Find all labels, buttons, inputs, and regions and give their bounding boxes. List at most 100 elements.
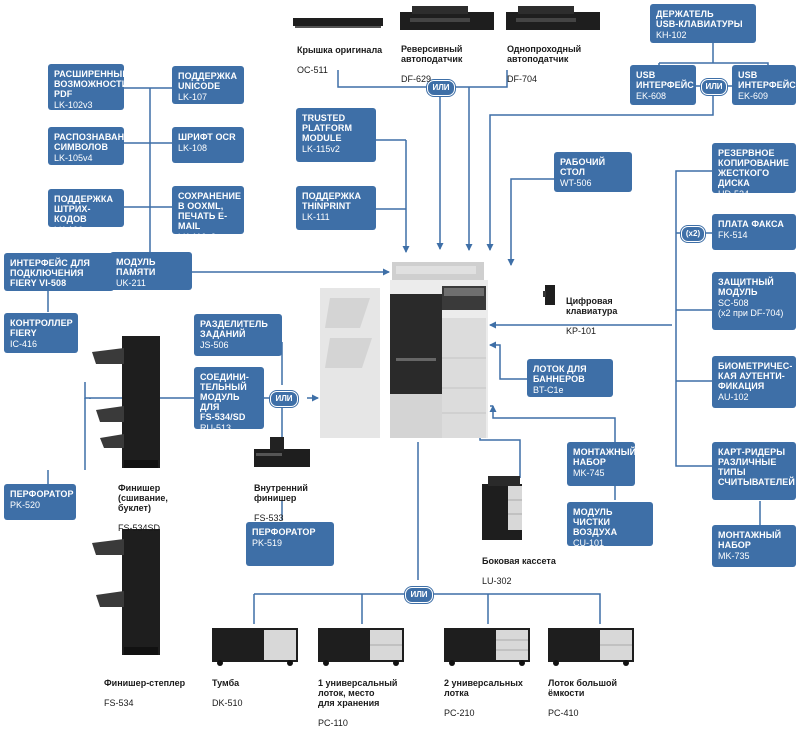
label-title: Однопроходный автоподатчик	[507, 44, 582, 64]
label-dk-510: Тумба DK-510	[212, 668, 282, 718]
df629-feeder-image	[400, 4, 494, 32]
option-code: LK-107	[178, 92, 208, 102]
option-ru-513: Соедини- тельный модуль для FS-534/SD RU…	[194, 367, 264, 433]
option-code: MK-735	[718, 551, 750, 561]
option-title: Монтажный набор	[573, 447, 637, 467]
option-mk-735: Монтажный набор MK-735	[712, 525, 796, 567]
option-title: Монтажный набор	[718, 530, 782, 550]
option-title: Карт-ридеры различные типы считывателей	[718, 447, 795, 487]
option-title: Плата факса	[718, 219, 784, 229]
option-lk-110: Сохранение в OOXML, печать E-MAIL LK-110…	[172, 186, 244, 242]
option-wt-506: Рабочий стол WT-506	[554, 152, 632, 192]
option-code: KH-102	[656, 30, 687, 40]
option-title: Резервное копирование жесткого диска	[718, 148, 789, 188]
option-title: Перфоратор	[252, 527, 316, 537]
option-uk-211: Модуль памяти UK-211	[110, 252, 192, 290]
label-fs-534: Финишер-степлер FS-534	[104, 668, 204, 718]
lu302-cassette-image	[482, 476, 526, 540]
or-pill-usb: ИЛИ	[701, 79, 727, 95]
option-lk-115: Trusted Platform Module LK-115v2	[296, 108, 376, 162]
option-title: Контроллер FIERY	[10, 318, 73, 338]
option-title: Поддержка штрих-кодов	[54, 194, 114, 224]
pc410-tray-image	[548, 628, 634, 666]
label-code: FS-534	[104, 698, 134, 708]
option-lk-107: Поддержка UNICODE LK-107	[172, 66, 244, 104]
option-title: Расширенные возможности PDF	[54, 69, 129, 99]
option-pk-520: Перфоратор PK-520	[4, 484, 76, 520]
option-cu-101: Модуль чистки воздуха CU-101	[567, 502, 653, 548]
label-fs-534sd: Финишер (сшивание, буклет) FS-534SD	[118, 473, 198, 543]
fs534sd-finisher-image	[90, 330, 165, 470]
option-title: Интерфейс для подключения FIERY VI-508	[10, 258, 91, 288]
option-code: IC-416	[10, 339, 38, 349]
or-pill-top: ИЛИ	[427, 80, 455, 96]
option-mk-745: Монтажный набор MK-745	[567, 442, 637, 486]
pc210-tray-image	[444, 628, 530, 666]
label-fs-533: Внутренний финишер FS-533	[254, 473, 334, 533]
option-title: Поддержка ThinPrint	[302, 191, 362, 211]
label-code: DF-704	[507, 74, 538, 84]
option-title: Перфоратор	[10, 489, 74, 499]
label-df-704: Однопроходный автоподатчик DF-704	[507, 34, 607, 94]
option-js-506: Разделитель заданий JS-506	[194, 314, 282, 356]
label-code: DK-510	[212, 698, 243, 708]
option-kh-102: Держатель USB-клавиатуры KH-102	[650, 4, 756, 43]
option-code: HD-524	[718, 189, 750, 199]
option-title: Держатель USB-клавиатуры	[656, 9, 743, 29]
option-title: Биометричес- кая аутенти- фикация	[718, 361, 793, 391]
option-code: CU-101	[573, 538, 605, 548]
option-code: MK-745	[573, 468, 605, 478]
df704-feeder-image	[506, 4, 600, 32]
option-title: Поддержка UNICODE	[178, 71, 238, 91]
option-code: RU-513	[200, 423, 232, 433]
label-oc-511: Крышка оригинала OC-511	[297, 35, 397, 85]
option-fk-514: Плата факса FK-514	[712, 214, 796, 250]
option-lk-106: Поддержка штрих-кодов LK-106	[48, 189, 124, 235]
option-lk-105: Распознавание символов LK-105v4	[48, 127, 137, 165]
option-code: PK-519	[252, 538, 283, 548]
option-code: LK-115v2	[302, 144, 340, 154]
label-code: PC-110	[318, 718, 348, 728]
option-sc-508: Защитный модуль SC-508 (x2 при DF-704)	[712, 272, 796, 330]
dk510-desk-image	[212, 628, 298, 666]
option-lk-108: Шрифт OCR LK-108	[172, 127, 244, 163]
label-code: OC-511	[297, 65, 328, 75]
label-title: Крышка оригинала	[297, 45, 383, 55]
label-kp-101: Цифровая клавиатура KP-101	[566, 286, 656, 346]
option-ek-608: USB интерфейс EK-608	[630, 65, 696, 105]
option-hd-524: Резервное копирование жесткого диска HD-…	[712, 143, 796, 199]
option-title: Распознавание символов	[54, 132, 137, 152]
label-code: FS-533	[254, 513, 284, 523]
option-title: Trusted Platform Module	[302, 113, 353, 143]
option-code: LK-111	[302, 212, 330, 222]
label-pc-110: 1 универсальный лоток, место для хранени…	[318, 668, 418, 738]
option-title: Модуль памяти	[116, 257, 156, 277]
option-code: AU-102	[718, 392, 749, 402]
label-code: KP-101	[566, 326, 597, 336]
option-title: USB интерфейс	[738, 70, 796, 90]
label-code: FS-534SD	[118, 523, 161, 533]
option-title: Сохранение в OOXML, печать E-MAIL	[178, 191, 242, 231]
label-title: Финишер-степлер	[104, 678, 186, 688]
option-au-102: Биометричес- кая аутенти- фикация AU-102	[712, 356, 796, 408]
option-lk-111: Поддержка ThinPrint LK-111	[296, 186, 376, 230]
label-code: DF-629	[401, 74, 432, 84]
option-code: UK-211	[116, 278, 146, 288]
option-ic-416: Контроллер FIERY IC-416	[4, 313, 78, 353]
option-title: Защитный модуль	[718, 277, 774, 297]
label-pc-210: 2 универсальных лотка PC-210	[444, 668, 534, 728]
label-title: Лоток большой ёмкости	[548, 678, 617, 698]
label-pc-410: Лоток большой ёмкости PC-410	[548, 668, 638, 728]
main-mfp-device	[310, 258, 500, 444]
option-pk-519: Перфоратор PK-519	[246, 522, 334, 566]
option-code: LK-108	[178, 143, 208, 153]
option-vi-508: Интерфейс для подключения FIERY VI-508	[4, 253, 114, 291]
fs533-finisher-image	[254, 437, 310, 467]
label-title: Цифровая клавиатура	[566, 296, 618, 316]
option-code: BT-C1e	[533, 385, 564, 395]
label-code: LU-302	[482, 576, 512, 586]
option-code: FK-514	[718, 230, 748, 240]
label-title: Боковая кассета	[482, 556, 556, 566]
option-code: WT-506	[560, 178, 592, 188]
pc110-tray-image	[318, 628, 404, 666]
